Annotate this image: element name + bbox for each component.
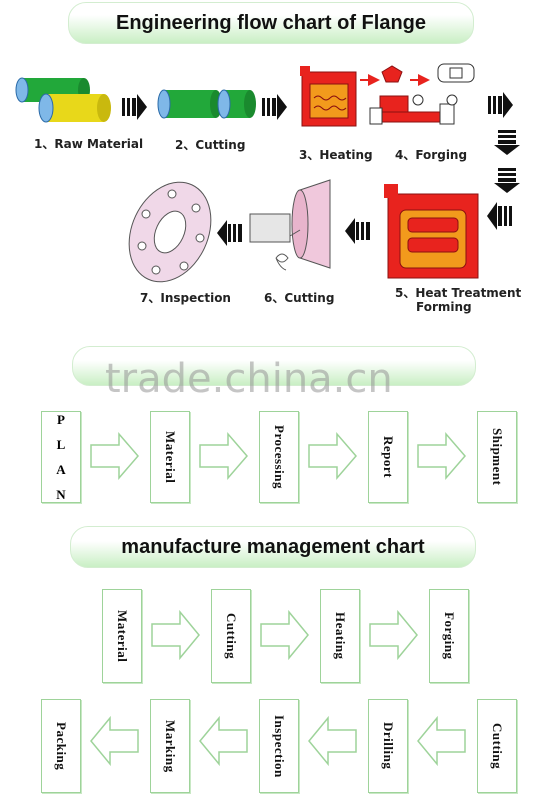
raw-material-icon (15, 77, 111, 123)
process-label: Material (163, 430, 178, 484)
chevron-arrow-icon (488, 92, 513, 118)
chevron-left-icon (217, 220, 242, 246)
process-label: Shipment (490, 428, 505, 486)
arrow-right-icon (308, 431, 357, 481)
arrow-left-icon (308, 715, 357, 767)
arrow-left-icon (417, 715, 466, 767)
plan-letter: A (56, 461, 66, 477)
step-heat-treatment: 5、Heat Treatment (395, 286, 522, 300)
arrow-right-icon (90, 431, 139, 481)
step-cutting-2: 6、Cutting (264, 291, 335, 305)
process-box-material: Material (150, 411, 190, 503)
flange-icon (128, 181, 212, 283)
management-box-cutting-2: Cutting (477, 699, 517, 793)
process-box-plan: P L A N (41, 411, 81, 503)
arrow-right-icon (199, 431, 248, 481)
management-label: Heating (333, 612, 348, 660)
heat-treatment-furnace-icon (384, 184, 479, 279)
heating-furnace-icon (300, 66, 357, 127)
step-raw-material: 1、Raw Material (34, 137, 144, 151)
plan-letter: N (56, 486, 66, 502)
chevron-left-icon (345, 218, 370, 244)
management-box-marking: Marking (150, 699, 190, 793)
lathe-cutting-icon (249, 179, 331, 271)
engineering-title-banner: Engineering flow chart of Flange (68, 2, 474, 44)
step-forming: Forming (416, 300, 472, 314)
process-arrows (90, 431, 466, 481)
process-box-processing: Processing (259, 411, 299, 503)
management-label: Material (115, 609, 130, 663)
management-row2-arrows (90, 715, 466, 767)
management-label: Drilling (381, 722, 396, 770)
chevron-down-icon (494, 168, 520, 193)
chevron-arrow-icon (262, 94, 287, 120)
plan-letter: P (57, 411, 65, 427)
chevron-down-icon (494, 130, 520, 155)
step-inspection: 7、Inspection (140, 291, 231, 305)
chevron-arrow-icon (122, 94, 147, 120)
management-box-material: Material (102, 589, 142, 683)
arrow-left-icon (90, 715, 139, 767)
cutting-pipes-icon (157, 89, 256, 119)
management-box-cutting: Cutting (211, 589, 251, 683)
management-label: Cutting (224, 612, 239, 660)
arrow-right-icon (151, 609, 200, 661)
management-label: Marking (163, 719, 178, 773)
management-title: manufacture management chart (121, 535, 425, 558)
management-box-drilling: Drilling (368, 699, 408, 793)
management-box-forging: Forging (429, 589, 469, 683)
step-cutting: 2、Cutting (175, 138, 246, 152)
chevron-left-icon (487, 202, 512, 230)
management-box-packing: Packing (41, 699, 81, 793)
management-label: Packing (54, 721, 69, 771)
management-label: Cutting (490, 722, 505, 770)
process-box-report: Report (368, 411, 408, 503)
plan-letter: L (56, 436, 66, 452)
process-label: Report (381, 436, 396, 478)
management-label: Forging (442, 612, 457, 660)
management-title-banner: manufacture management chart (70, 526, 476, 568)
engineering-title: Engineering flow chart of Flange (115, 11, 427, 34)
watermark: trade.china.cn (105, 356, 393, 402)
arrow-right-icon (369, 609, 418, 661)
management-box-heating: Heating (320, 589, 360, 683)
arrow-right-icon (417, 431, 466, 481)
process-banner (72, 346, 476, 386)
management-row1-arrows (151, 609, 418, 661)
process-box-shipment: Shipment (477, 411, 517, 503)
process-label: Processing (272, 425, 287, 489)
step-forging: 4、Forging (395, 148, 468, 162)
management-label: Inspection (272, 714, 287, 778)
step-heating: 3、Heating (299, 148, 373, 162)
management-box-inspection: Inspection (259, 699, 299, 793)
forging-press-icon (360, 63, 475, 125)
plan-label: P L A N (56, 412, 65, 503)
arrow-left-icon (199, 715, 248, 767)
arrow-right-icon (260, 609, 309, 661)
